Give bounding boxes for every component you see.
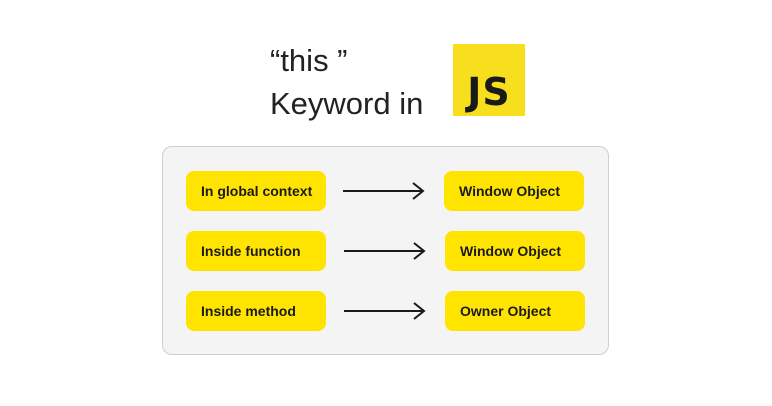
result-pill-window-1: Window Object — [444, 171, 584, 211]
context-label: In global context — [201, 183, 313, 199]
context-pill-global: In global context — [186, 171, 326, 211]
result-pill-window-2: Window Object — [445, 231, 585, 271]
result-label: Window Object — [460, 243, 561, 259]
result-pill-owner: Owner Object — [445, 291, 585, 331]
result-label: Owner Object — [460, 303, 552, 319]
js-logo-text: JS — [467, 70, 511, 114]
context-label: Inside function — [201, 243, 301, 259]
context-pill-method: Inside method — [186, 291, 326, 331]
context-label: Inside method — [201, 303, 296, 319]
title-line-1: “this ” — [270, 43, 348, 78]
title-line-2: Keyword in — [270, 86, 424, 121]
right-arrow-icon — [343, 182, 425, 200]
result-label: Window Object — [459, 183, 560, 199]
js-logo: JS — [453, 44, 525, 116]
context-pill-function: Inside function — [186, 231, 326, 271]
right-arrow-icon — [344, 242, 426, 260]
right-arrow-icon — [344, 302, 426, 320]
